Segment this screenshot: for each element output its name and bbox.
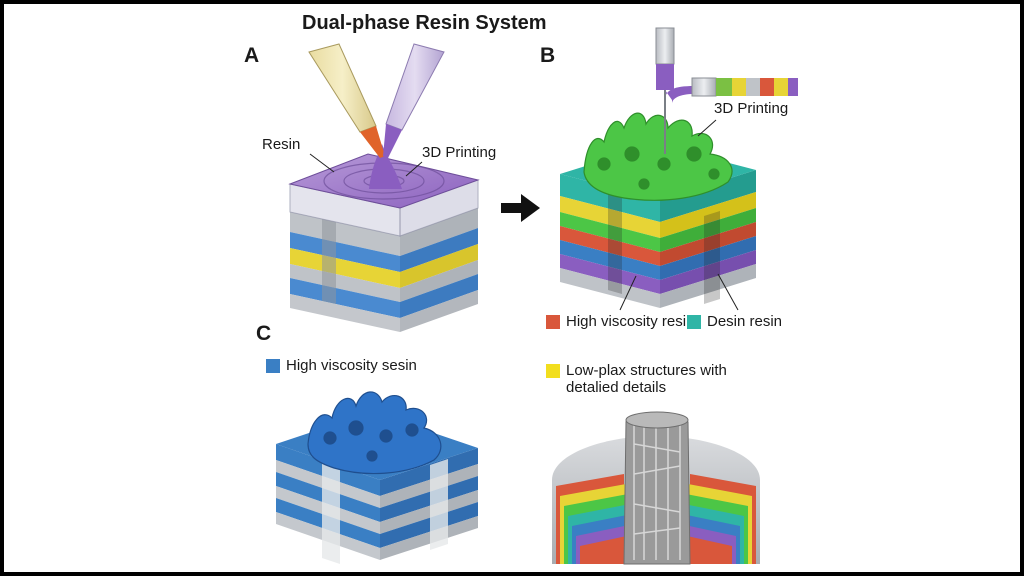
leader-b-left bbox=[619, 275, 637, 311]
feed-tube bbox=[691, 77, 717, 97]
legend-label-high-viscosity-sesin: High viscosity sesin bbox=[286, 357, 417, 374]
legend-label-high-viscosity-resin: High viscosity resin bbox=[566, 313, 695, 330]
layer-a-right-5 bbox=[400, 274, 478, 318]
legend-swatch-desin-resin bbox=[687, 315, 701, 329]
diagram-panel: Dual-phase Resin System A Resin 3D Print… bbox=[4, 4, 1020, 572]
layer-a-left-2 bbox=[290, 232, 400, 272]
layer-a-left-6 bbox=[290, 294, 400, 332]
leader-b-right bbox=[717, 273, 739, 311]
nozzle-yellow-body bbox=[308, 43, 377, 133]
resin-label: Resin bbox=[262, 136, 301, 153]
lattice-green bbox=[583, 112, 733, 201]
lattice-blue bbox=[307, 391, 442, 475]
layer-a-left-1 bbox=[290, 212, 400, 256]
process-arrow bbox=[501, 194, 540, 222]
legend-swatch-low-plax bbox=[546, 364, 560, 378]
panel-a-letter: A bbox=[244, 44, 260, 67]
layer-a-right-1 bbox=[400, 208, 478, 256]
legend-swatch-high-viscosity-resin bbox=[546, 315, 560, 329]
notch-a bbox=[322, 219, 336, 304]
panel-a-block bbox=[288, 144, 480, 332]
nozzle-purple-body bbox=[385, 43, 445, 131]
legend-swatch-high-viscosity-sesin bbox=[266, 359, 280, 373]
printing-label-a: 3D Printing bbox=[422, 144, 497, 161]
nozzle-purple-tip bbox=[383, 124, 402, 158]
legend-label-low-plax: Low-plax structures with detalied detail… bbox=[566, 362, 727, 396]
layer-a-right-3 bbox=[400, 244, 478, 288]
panel-b-letter: B bbox=[540, 44, 556, 67]
cutaway-dome bbox=[552, 411, 760, 565]
leader-a-resin bbox=[309, 153, 335, 173]
leader-b-printing bbox=[697, 119, 717, 137]
printing-label-b: 3D Printing bbox=[714, 100, 789, 117]
layer-a-right-2 bbox=[400, 228, 478, 272]
diagram-title: Dual-phase Resin System bbox=[302, 12, 547, 34]
leader-a-printing bbox=[405, 161, 423, 177]
nozzle-b-gray bbox=[655, 27, 675, 65]
nozzle-b-elbow bbox=[665, 86, 694, 104]
nozzle-b-purple bbox=[656, 64, 674, 90]
diagram-artwork bbox=[276, 27, 798, 565]
panel-c-letter: C bbox=[256, 322, 272, 345]
layer-a-left-3 bbox=[290, 248, 400, 288]
layer-a-right-4 bbox=[400, 260, 478, 302]
layer-a-left-4 bbox=[290, 264, 400, 302]
panel-a-nozzles bbox=[308, 43, 445, 173]
resin-a-stream bbox=[380, 157, 385, 173]
resin-a-mound bbox=[369, 144, 402, 189]
nozzle-yellow-tip bbox=[360, 126, 385, 158]
panel-b-nozzle bbox=[655, 27, 798, 154]
layer-a-left-5 bbox=[290, 278, 400, 318]
layer-a-right-6 bbox=[400, 290, 478, 332]
legend-label-desin-resin: Desin resin bbox=[707, 313, 783, 330]
